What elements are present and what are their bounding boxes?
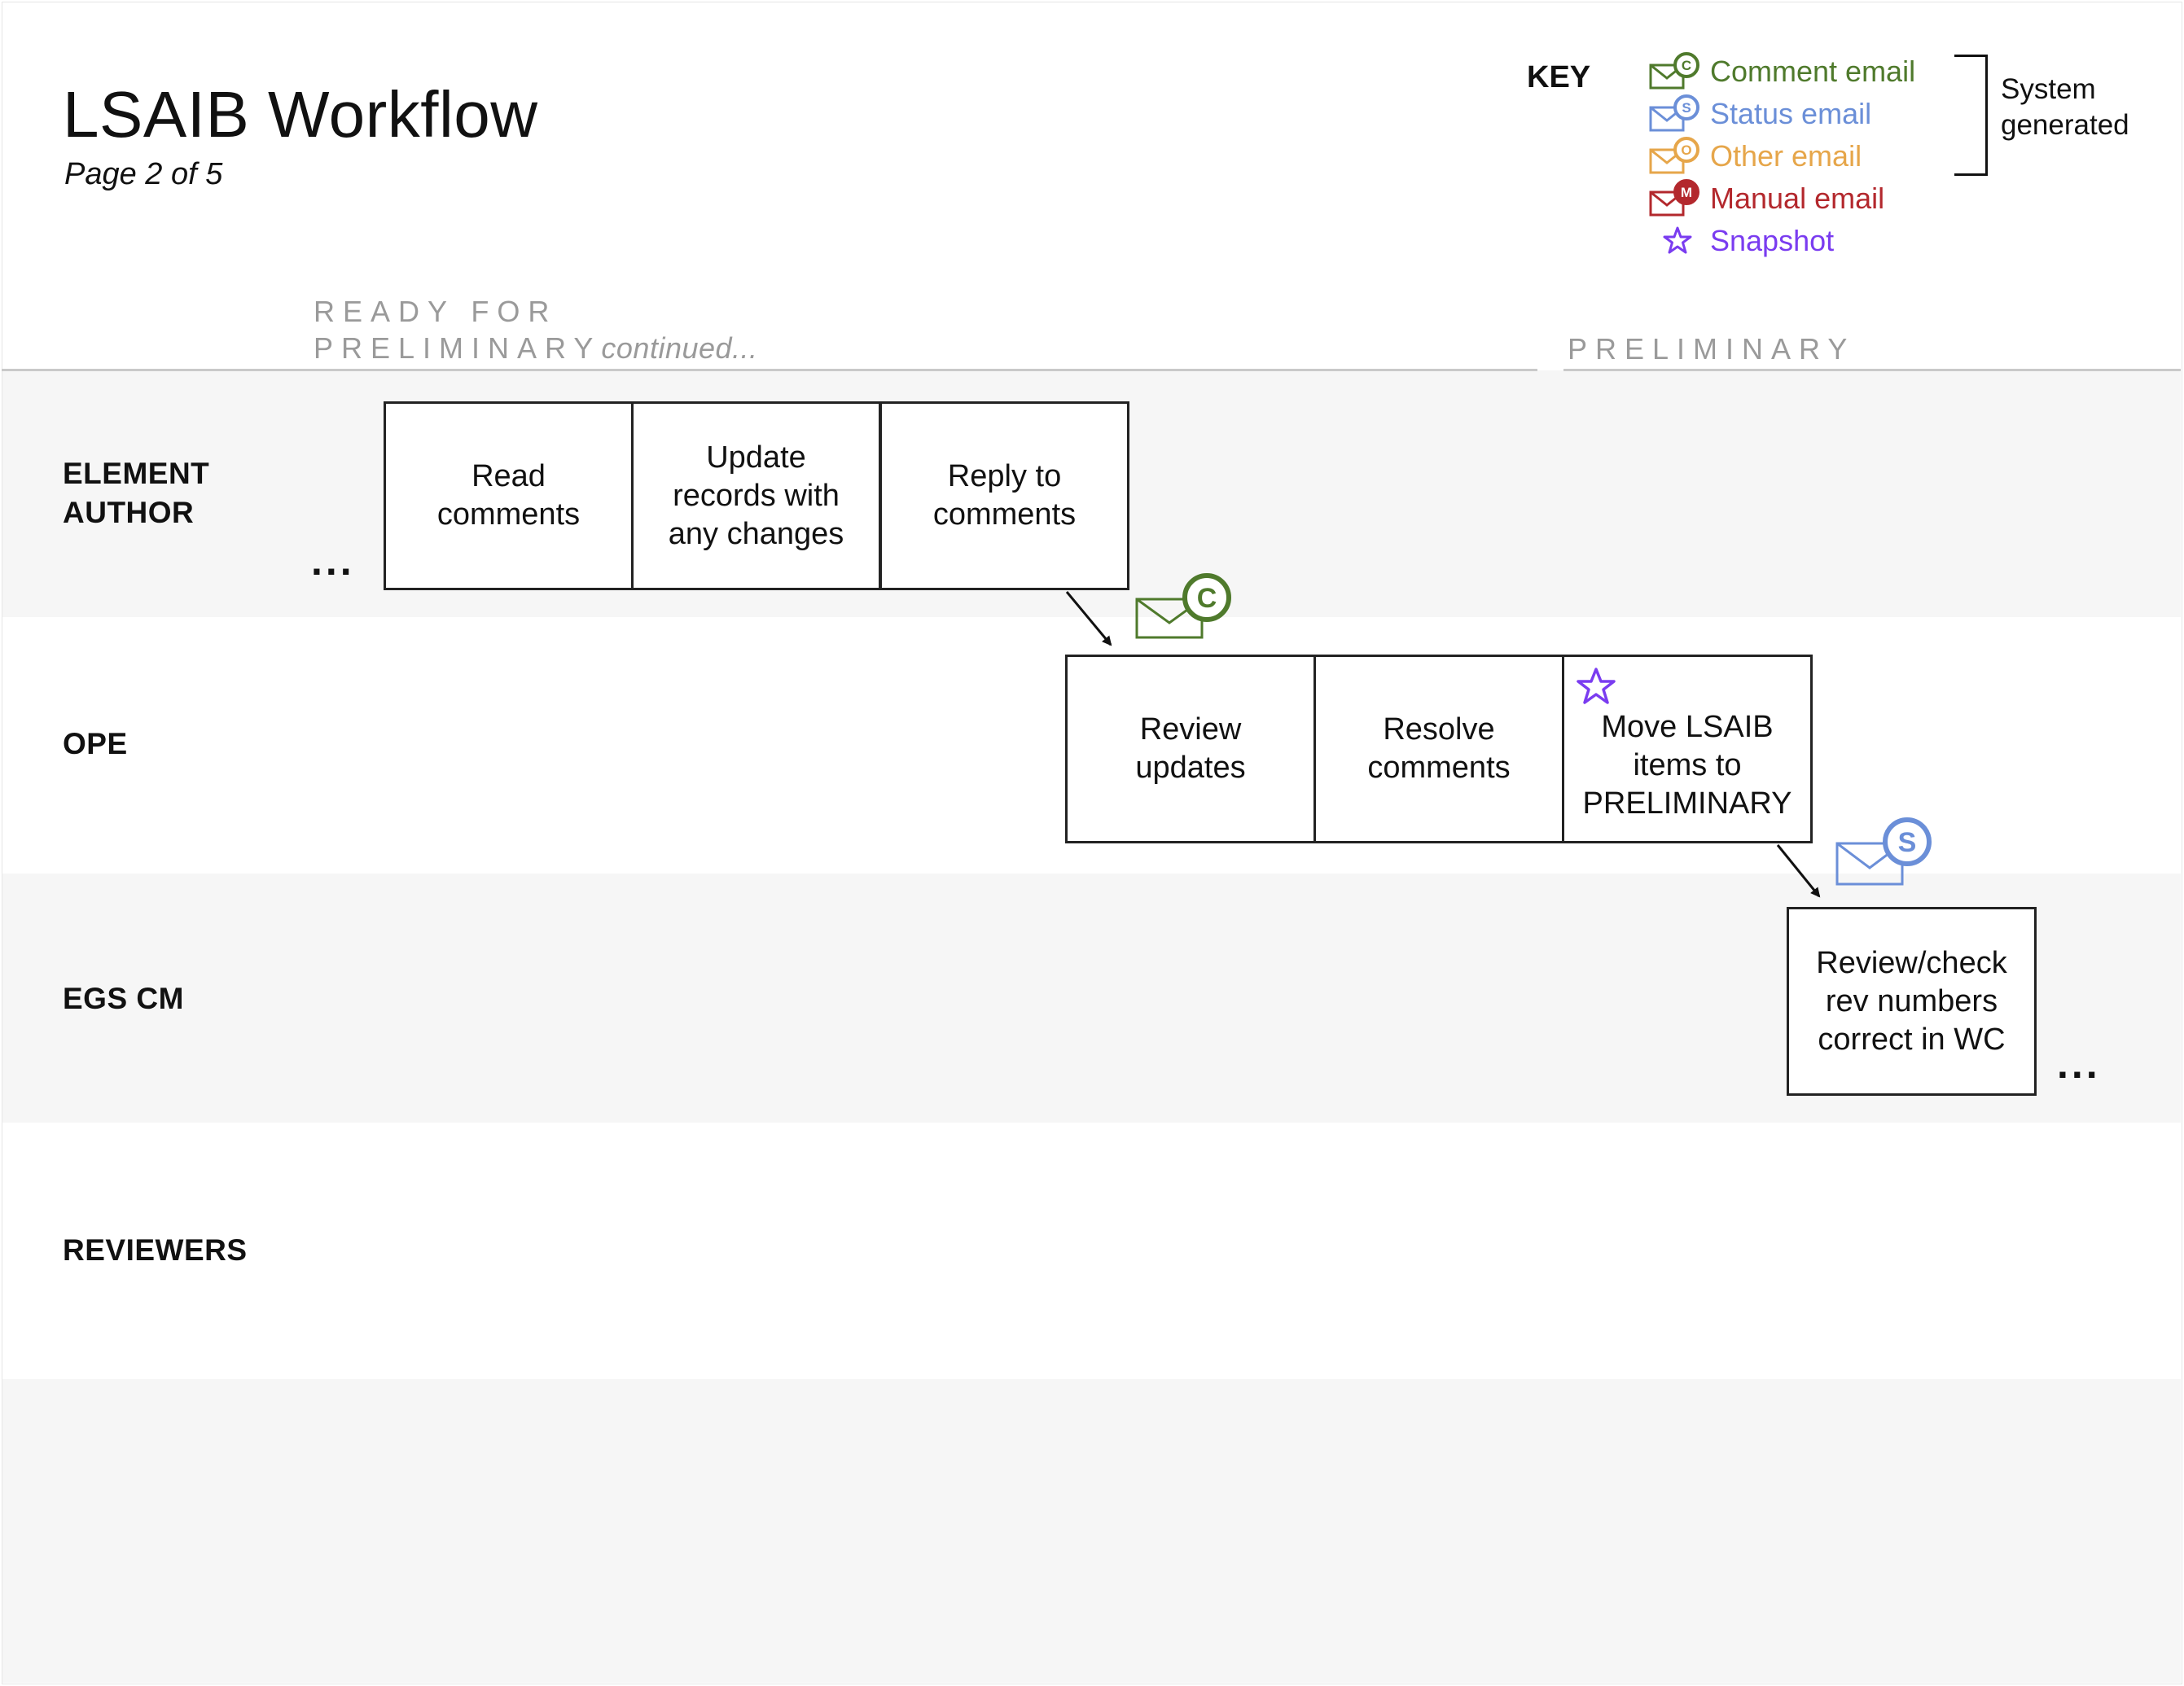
- comment-email-icon: C: [1135, 573, 1231, 639]
- flow-arrow-author-to-ope: [1065, 591, 1112, 646]
- step-review-updates: Review updates: [1065, 655, 1316, 843]
- key-item-other-email: O Other email: [1649, 135, 1862, 177]
- continuation-dots-end: ...: [2057, 1041, 2101, 1087]
- svg-text:O: O: [1681, 142, 1691, 158]
- page-number: Page 2 of 5: [64, 157, 223, 191]
- continuation-dots-start: ...: [311, 538, 355, 584]
- manual-email-icon: M: [1649, 179, 1699, 217]
- svg-text:C: C: [1682, 58, 1691, 73]
- lane-label-ope: OPE: [63, 727, 128, 760]
- system-generated-bracket: [1954, 55, 1988, 176]
- phase-ready-for-preliminary: READY FOR PRELIMINARYcontinued...: [314, 293, 758, 366]
- key-label-comment-email: Comment email: [1710, 55, 1916, 88]
- key-label-other-email: Other email: [1710, 139, 1862, 173]
- status-email-icon: S: [1835, 817, 1932, 886]
- phase-ready-line1: READY FOR: [314, 295, 558, 328]
- step-resolve-comments: Resolve comments: [1313, 655, 1564, 843]
- snapshot-star-icon: [1577, 668, 1616, 704]
- phase-continued: continued...: [601, 331, 758, 365]
- key-item-comment-email: C Comment email: [1649, 50, 1915, 93]
- svg-text:C: C: [1197, 583, 1217, 614]
- step-move-items-to-preliminary: Move LSAIB items to PRELIMINARY: [1562, 655, 1813, 843]
- svg-text:M: M: [1681, 185, 1692, 200]
- key-label-snapshot: Snapshot: [1710, 224, 1835, 257]
- phase-rule-ready: [2, 369, 1537, 371]
- key-item-manual-email: M Manual email: [1649, 177, 1884, 220]
- step-review-check-rev-numbers: Review/check rev numbers correct in WC: [1787, 907, 2037, 1096]
- lane-band-bottom: [2, 1379, 2181, 1683]
- phase-ready-line2: PRELIMINARYcontinued...: [314, 331, 758, 365]
- step-reply-to-comments: Reply to comments: [879, 401, 1129, 590]
- key-label-status-email: Status email: [1710, 97, 1872, 130]
- key-heading: KEY: [1527, 60, 1591, 94]
- system-generated-label: System generated: [2001, 73, 2129, 141]
- step-update-records: Update records with any changes: [631, 401, 881, 590]
- key-label-manual-email: Manual email: [1710, 182, 1885, 215]
- comment-email-icon: C: [1649, 52, 1699, 90]
- phase-rule-preliminary: [1563, 369, 2181, 371]
- svg-text:S: S: [1898, 827, 1917, 858]
- key-item-snapshot: Snapshot: [1649, 220, 1834, 262]
- svg-text:S: S: [1682, 100, 1691, 116]
- step-read-comments: Read comments: [384, 401, 634, 590]
- star-icon: [1663, 226, 1692, 254]
- lane-label-element-author: ELEMENT AUTHOR: [63, 457, 210, 529]
- flow-arrow-ope-to-egs: [1776, 844, 1821, 898]
- key-item-status-email: S Status email: [1649, 93, 1871, 135]
- lane-label-reviewers: REVIEWERS: [63, 1233, 248, 1267]
- other-email-icon: O: [1649, 137, 1699, 174]
- status-email-icon: S: [1649, 94, 1699, 132]
- page-title: LSAIB Workflow: [63, 78, 538, 151]
- phase-preliminary: PRELIMINARY: [1568, 332, 1856, 366]
- lane-label-egs-cm: EGS CM: [63, 982, 184, 1015]
- lane-band-reviewers: [2, 1123, 2181, 1379]
